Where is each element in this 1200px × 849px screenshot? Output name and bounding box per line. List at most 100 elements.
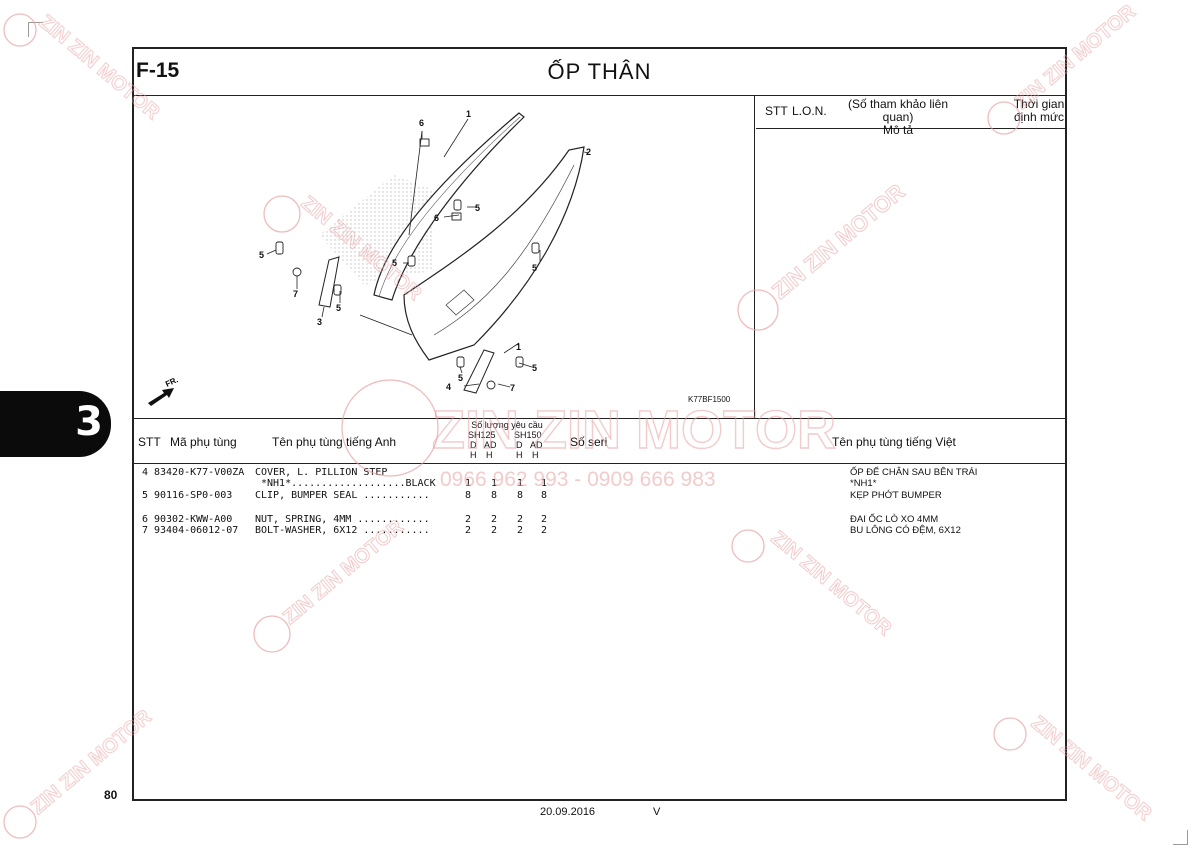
row-name-vn: ỐP ĐỂ CHÂN SAU BÊN TRÁI: [850, 467, 978, 478]
row-qty: 2: [465, 514, 472, 525]
table-row: *NH1*...................BLACK 1 1 1 1 *N…: [134, 478, 1065, 490]
row-part-no: 83420-K77-V00ZA: [154, 467, 245, 478]
row-qty: 1: [491, 478, 498, 489]
callout-labels: 1 2 6 5 6 5 5 5 7 3 5 1 5 5 4 7: [259, 109, 591, 393]
callout: 1: [466, 109, 471, 119]
parts-table-header: STT Mã phụ tùng Tên phụ tùng tiếng Anh S…: [134, 418, 1065, 464]
ref-lon-label: L.O.N.: [792, 104, 827, 118]
callout: 5: [392, 258, 397, 268]
ref-desc-line1: (Số tham khảo liên quan): [847, 97, 949, 124]
section-code: F-15: [136, 59, 180, 82]
ref-desc-line2: Mô tả: [882, 123, 913, 137]
callout: 1: [516, 342, 521, 352]
crop-mark-top-left: [28, 22, 43, 37]
ref-time-line2: định mức: [1013, 110, 1065, 124]
callout: 7: [510, 383, 515, 393]
ref-time-line1: Thời gian: [1013, 97, 1065, 111]
row-name-en: NUT, SPRING, 4MM ............: [255, 514, 430, 525]
row-qty: 1: [541, 478, 548, 489]
row-qty: 2: [517, 525, 524, 536]
ref-stt-label: STT: [765, 104, 788, 118]
row-stt: 4: [142, 467, 149, 478]
row-name-vn: ĐAI ỐC LÒ XO 4MM: [850, 514, 939, 525]
col-part-no: Mã phụ tùng: [170, 435, 237, 449]
callout: 5: [259, 250, 264, 260]
callout: 5: [458, 373, 463, 383]
reference-header: STT L.O.N. (Số tham khảo liên quan) Mô t…: [756, 95, 1067, 137]
col-serial: Số seri: [570, 435, 608, 449]
row-stt: 7: [142, 525, 149, 536]
callout: 7: [293, 289, 298, 299]
callout: 2: [586, 147, 591, 157]
section-title: ỐP THÂN: [547, 59, 652, 84]
clip-group: [275, 138, 540, 390]
page-number: 80: [104, 788, 118, 802]
callout: 6: [419, 118, 424, 128]
row-qty: 8: [491, 490, 498, 501]
row-part-no: 93404-06012-07: [154, 525, 239, 536]
row-name-en: *NH1*...................BLACK: [261, 478, 436, 489]
chapter-number: 3: [75, 399, 103, 445]
front-arrow-label: FR.: [164, 375, 179, 389]
ref-time-label: Thời gian định mức: [1004, 98, 1074, 124]
qty-sub-label: D: [516, 440, 523, 450]
callout: 6: [434, 213, 439, 223]
part-3-bracket: [318, 256, 340, 308]
callout: 4: [446, 382, 451, 392]
model-sh150: SH150: [514, 430, 542, 440]
row-name-vn: *NH1*: [850, 478, 877, 489]
row-qty: 8: [465, 490, 472, 501]
leader-lines: [266, 118, 590, 388]
title-row: F-15 ỐP THÂN: [134, 49, 1065, 96]
parts-illustration: 1 2 6 5 6 5 5 5 7 3 5 1 5 5 4 7 FR.: [148, 109, 591, 406]
footer-date: 20.09.2016: [540, 806, 596, 818]
row-qty: 2: [541, 514, 548, 525]
row-qty: 8: [517, 490, 524, 501]
col-quantity: Số lượng yêu cầu SH125 SH150 D AD D AD H…: [462, 420, 552, 460]
front-arrow-icon: FR.: [148, 375, 180, 406]
col-stt: STT: [138, 435, 161, 449]
table-row: 7 93404-06012-07 BOLT-WASHER, 6X12 .....…: [134, 525, 1065, 537]
row-name-en: CLIP, BUMPER SEAL ...........: [255, 490, 430, 501]
col-name-vn: Tên phụ tùng tiếng Việt: [832, 435, 956, 449]
row-qty: 2: [465, 525, 472, 536]
row-part-no: 90302-KWW-A00: [154, 514, 233, 525]
part-2-side-cover: [403, 146, 585, 361]
row-name-en: BOLT-WASHER, 6X12 ...........: [255, 525, 430, 536]
callout: 5: [475, 203, 480, 213]
qty-sub-label: AD: [484, 440, 497, 450]
catalog-page-frame: F-15 ỐP THÂN: [132, 47, 1067, 801]
row-qty: 8: [541, 490, 548, 501]
qty-sub-label: H: [470, 450, 477, 460]
callout: 5: [336, 303, 341, 313]
part-4-pillion-cover: [463, 349, 495, 394]
reference-panel: STT L.O.N. (Số tham khảo liên quan) Mô t…: [756, 95, 1067, 418]
row-qty: 1: [465, 478, 472, 489]
callout: 3: [317, 317, 322, 327]
row-qty: 2: [541, 525, 548, 536]
callout: 5: [532, 263, 537, 273]
qty-sub-label: H: [532, 450, 539, 460]
row-qty: 2: [491, 525, 498, 536]
qty-sub-label: H: [516, 450, 523, 460]
row-stt: 5: [142, 490, 149, 501]
row-stt: 6: [142, 514, 149, 525]
ref-description-label: (Số tham khảo liên quan) Mô tả: [838, 98, 958, 137]
chapter-tab: 3: [0, 391, 111, 457]
part-1-strip: [373, 112, 525, 301]
row-qty: 2: [517, 514, 524, 525]
qty-sub-label: AD: [530, 440, 543, 450]
qty-sub-label: D: [470, 440, 477, 450]
row-qty: 1: [517, 478, 524, 489]
model-sh125: SH125: [468, 430, 496, 440]
diagram-reference-code: K77BF1500: [688, 395, 731, 404]
table-row: 5 90116-SP0-003 CLIP, BUMPER SEAL ......…: [134, 490, 1065, 502]
crop-mark-bottom-right: [1173, 830, 1188, 845]
col-name-en: Tên phụ tùng tiếng Anh: [272, 435, 397, 449]
row-name-vn: KẸP PHỚT BUMPER: [850, 490, 942, 501]
callout: 5: [532, 363, 537, 373]
row-part-no: 90116-SP0-003: [154, 490, 233, 501]
exploded-diagram: 1 2 6 5 6 5 5 5 7 3 5 1 5 5 4 7 FR.: [134, 95, 755, 418]
qty-title: Số lượng yêu cầu: [471, 420, 543, 430]
row-qty: 2: [491, 514, 498, 525]
